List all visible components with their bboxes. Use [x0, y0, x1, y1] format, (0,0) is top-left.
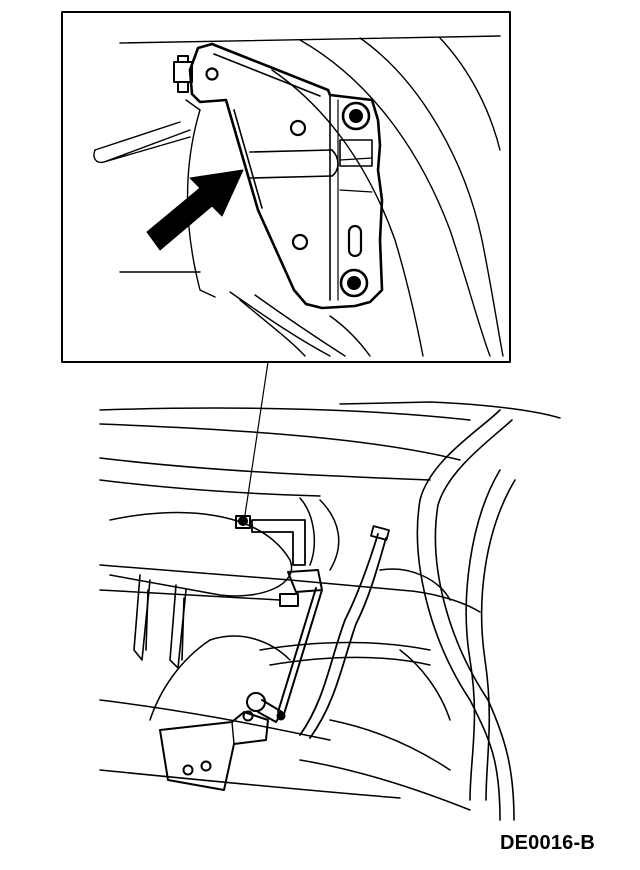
- plate-hole: [182, 764, 194, 776]
- inset-rail: [249, 149, 339, 179]
- cable: [299, 525, 390, 739]
- lower-bolt: [339, 268, 369, 298]
- upper-bolt: [341, 101, 371, 131]
- top-nut: [235, 515, 251, 529]
- inset-background-body: [93, 35, 504, 357]
- ball-joint: [246, 692, 286, 723]
- plate-hole: [242, 710, 254, 722]
- leader-line: [244, 361, 269, 516]
- plate-hole: [200, 760, 212, 772]
- inset-bracket: [173, 42, 384, 310]
- chassis-lower: [99, 564, 481, 811]
- detail-inset: [61, 11, 511, 363]
- main-view: [99, 401, 561, 821]
- linkage-rod: [277, 569, 323, 715]
- figure-id-label: DE0016-B: [500, 832, 595, 854]
- adjustment-slot: [347, 224, 363, 258]
- bracket-hole: [289, 119, 307, 137]
- inset-frame: [61, 11, 511, 363]
- lower-bracket-plate: [159, 710, 269, 791]
- callout-arrow: [146, 169, 244, 251]
- l-bracket: [251, 519, 306, 566]
- bracket-hole: [291, 233, 309, 251]
- support-posts: [133, 574, 187, 669]
- chassis-upper: [99, 401, 561, 597]
- hose-lines: [416, 409, 516, 821]
- bracket-hole: [205, 67, 219, 81]
